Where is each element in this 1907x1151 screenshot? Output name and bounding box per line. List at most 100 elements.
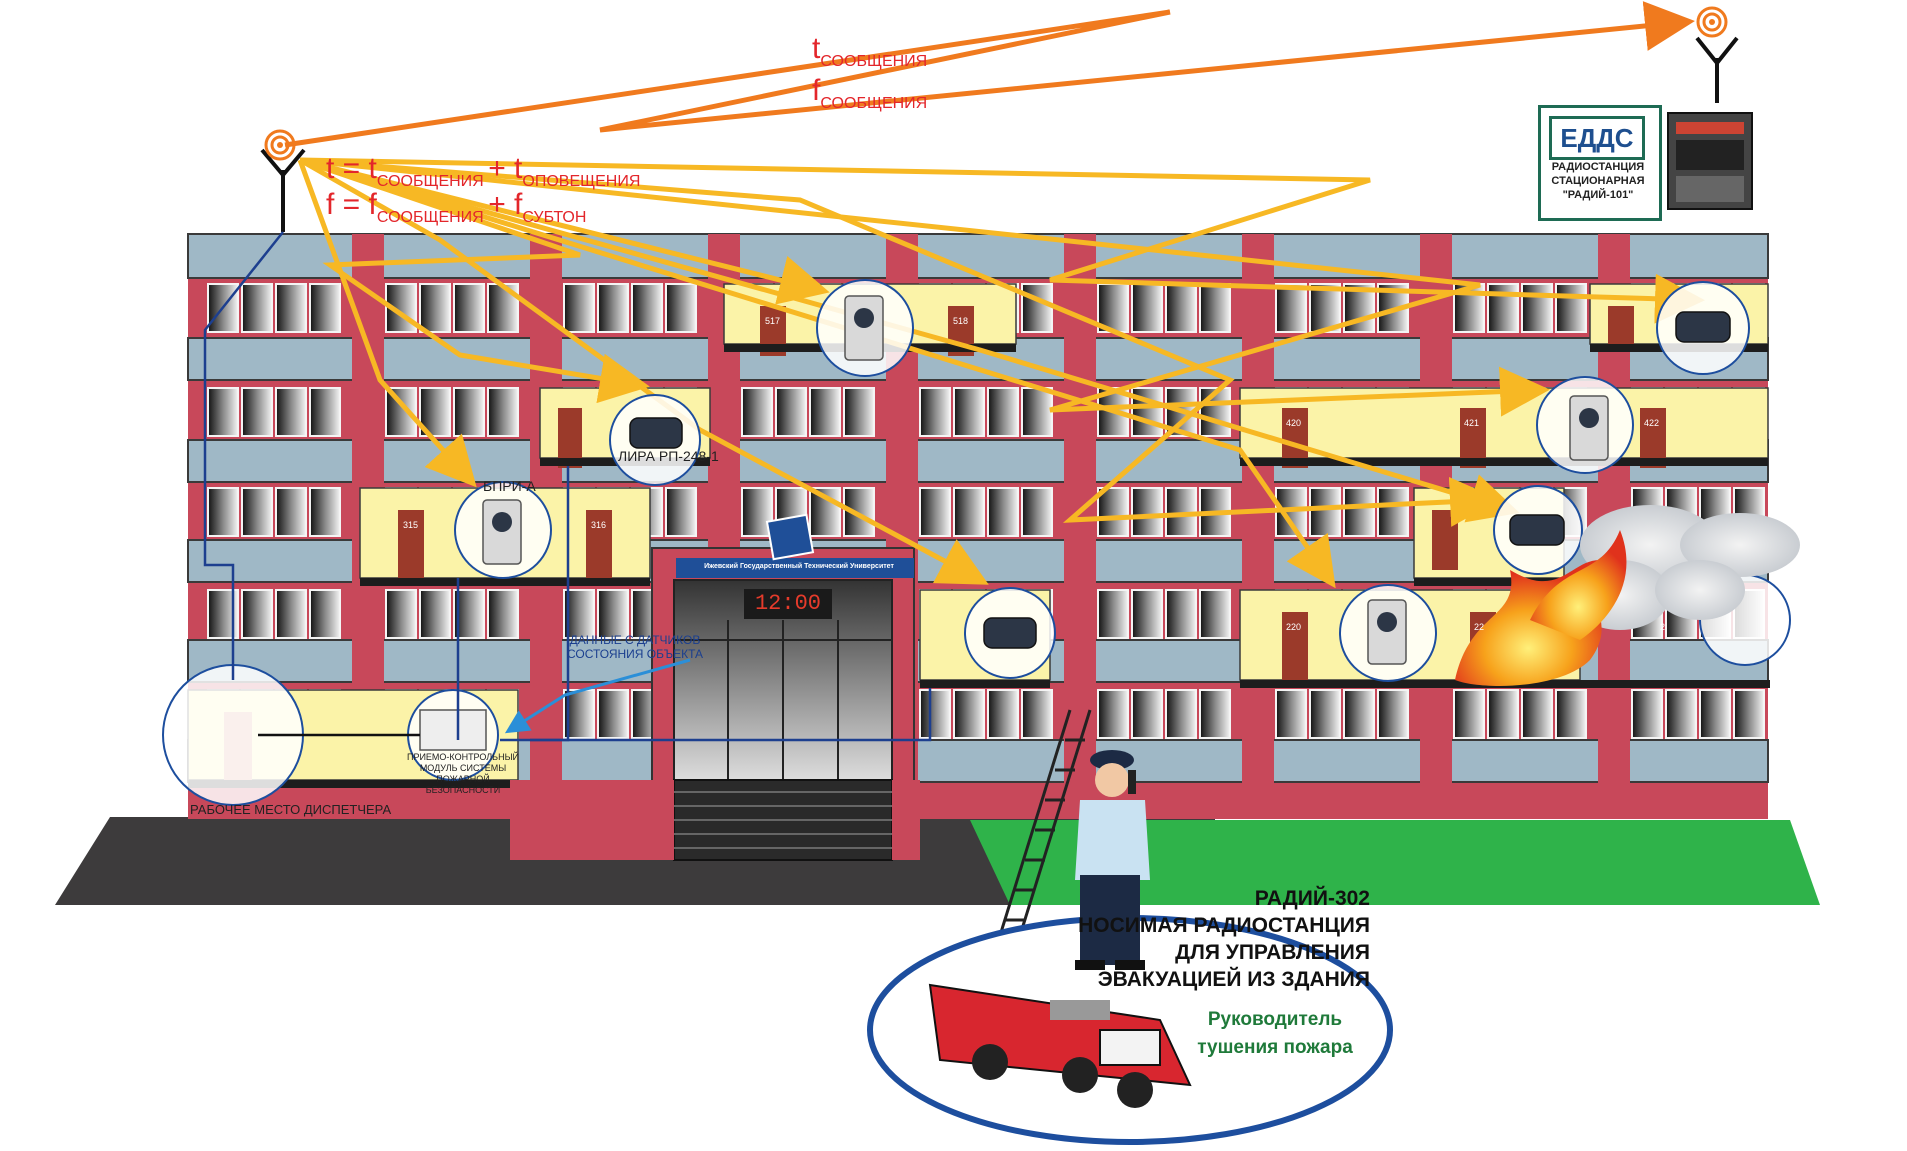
window-pane <box>453 387 485 437</box>
window-pane <box>665 283 697 333</box>
broadcast-arrows <box>297 157 1705 589</box>
window-pane <box>309 283 341 333</box>
roof-antenna-icon <box>260 129 306 232</box>
window-pane <box>1555 283 1587 333</box>
window-pane <box>241 387 273 437</box>
dispatcher-label: РАБОЧЕЕ МЕСТО ДИСПЕТЧЕРА <box>190 802 392 817</box>
window-pane <box>1309 689 1341 739</box>
edds-antenna-icon <box>1695 6 1739 103</box>
window-pane <box>953 387 985 437</box>
window-pane <box>309 387 341 437</box>
window-pane <box>1131 689 1163 739</box>
window-pane <box>1453 689 1485 739</box>
window-pane <box>487 387 519 437</box>
university-logo <box>765 513 815 561</box>
firefighter-icon <box>1075 750 1150 970</box>
window-pane <box>1343 487 1375 537</box>
university-sign-text: Ижевский Государственный Технический Уни… <box>704 563 894 570</box>
window-pane <box>309 589 341 639</box>
room-number: 315 <box>403 520 419 530</box>
room-number: 2 <box>1660 622 1666 632</box>
window-pane <box>385 589 417 639</box>
entrance-sign <box>676 558 914 578</box>
window-pane <box>1165 689 1197 739</box>
bpri-label: БПРИ-А <box>483 478 536 494</box>
window-pane <box>207 387 239 437</box>
window-pane <box>1665 689 1697 739</box>
window-pane <box>919 387 951 437</box>
fire-icon <box>1455 530 1627 686</box>
window-pane <box>1199 283 1231 333</box>
asphalt-ground <box>55 817 1215 905</box>
window-pane <box>1021 387 1053 437</box>
formula-t-message: tСООБЩЕНИЯ <box>812 32 928 70</box>
radio-screens <box>492 308 1599 632</box>
sensor-data-label: ДАННЫЕ С ДАТЧИКОВ СОСТОЯНИЯ ОБЪЕКТА <box>566 633 704 661</box>
signal-arrow-to-edds <box>284 1 1695 148</box>
window-pane <box>597 689 629 739</box>
window-pane <box>1021 283 1053 333</box>
window-pane <box>275 283 307 333</box>
wiring <box>203 231 932 742</box>
window-pane <box>953 689 985 739</box>
window-pane <box>1165 589 1197 639</box>
window-pane <box>741 487 773 537</box>
window-pane <box>1275 283 1307 333</box>
fire-leader-label: Руководитель тушения пожара <box>1197 1009 1353 1058</box>
room-number: 422 <box>1644 418 1660 428</box>
window-pane <box>419 283 451 333</box>
grass-lawn <box>970 820 1820 905</box>
window-pane <box>1131 589 1163 639</box>
window-pane <box>207 487 239 537</box>
formula-f-total: f = fСООБЩЕНИЯ + fСУБТОН <box>326 188 587 226</box>
edds-console-icon <box>1667 112 1753 210</box>
window-pane <box>809 387 841 437</box>
window-pane <box>809 487 841 537</box>
window-pane <box>987 487 1019 537</box>
room-number: 518 <box>953 316 969 326</box>
window-pane <box>241 487 273 537</box>
sensor-data-arrow <box>504 658 691 734</box>
window-pane <box>1377 487 1409 537</box>
window-pane <box>843 387 875 437</box>
window-pane <box>1199 689 1231 739</box>
module-label: ПРИЕМО-КОНТРОЛЬНЫЙ МОДУЛЬ СИСТЕМЫ ПОЖАРН… <box>406 752 520 795</box>
window-pane <box>919 689 951 739</box>
window-pane <box>987 689 1019 739</box>
lira-devices <box>629 311 1731 649</box>
window-pane <box>1275 689 1307 739</box>
window-pane <box>741 387 773 437</box>
entrance-base-right <box>892 780 920 860</box>
window-pane <box>1487 689 1519 739</box>
window-pane <box>1097 487 1129 537</box>
window-pane <box>1021 689 1053 739</box>
room-number: 517 <box>765 316 781 326</box>
edds-title: ЕДДС <box>1549 116 1645 160</box>
window-pane <box>1733 689 1765 739</box>
lira-label: ЛИРА РП-248-1 <box>618 448 719 464</box>
window-pane <box>1631 689 1663 739</box>
room-number: 316 <box>591 520 607 530</box>
window-pane <box>1343 689 1375 739</box>
window-pane <box>563 283 595 333</box>
room-number: 220 <box>1286 622 1302 632</box>
fire-truck-icon <box>928 983 1192 1108</box>
window-pane <box>207 283 239 333</box>
window-pane <box>275 487 307 537</box>
window-pane <box>919 487 951 537</box>
window-pane <box>953 487 985 537</box>
window-pane <box>1131 387 1163 437</box>
window-pane <box>487 589 519 639</box>
window-pane <box>419 589 451 639</box>
window-pane <box>1199 589 1231 639</box>
edds-panel: ЕДДС РАДИОСТАНЦИЯ СТАЦИОНАРНАЯ "РАДИЙ-10… <box>1538 105 1662 221</box>
room-number: 420 <box>1286 418 1302 428</box>
window-pane <box>1521 689 1553 739</box>
window-pane <box>665 487 697 537</box>
window-pane <box>1377 689 1409 739</box>
window-pane <box>597 589 629 639</box>
entrance-stairs <box>673 779 893 861</box>
window-pane <box>597 283 629 333</box>
window-pane <box>1131 487 1163 537</box>
